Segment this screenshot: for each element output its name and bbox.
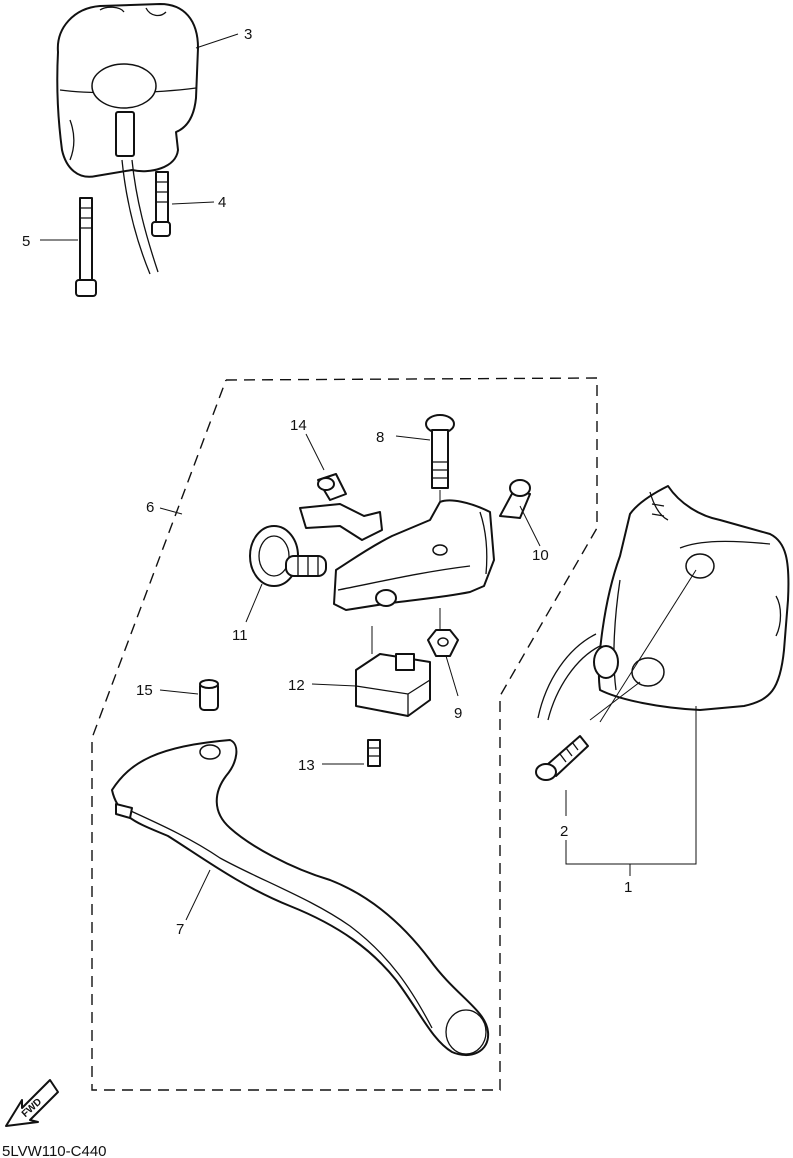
lever-assembly-boundary-part-6: 6 <box>91 377 598 1091</box>
svg-text:8: 8 <box>376 429 384 446</box>
fwd-arrow-icon: FWD <box>5 1079 59 1127</box>
svg-text:1: 1 <box>624 879 632 896</box>
screw-part-5: 5 <box>22 197 97 297</box>
svg-text:9: 9 <box>454 705 462 722</box>
svg-text:6: 6 <box>146 499 154 516</box>
svg-text:4: 4 <box>218 194 226 211</box>
lever-holder-bracket <box>299 499 495 611</box>
svg-text:5: 5 <box>22 233 30 250</box>
svg-text:11: 11 <box>232 627 248 644</box>
nut-part-9: 9 <box>427 608 462 722</box>
svg-text:12: 12 <box>288 677 305 694</box>
adjuster-knob-part-11: 11 <box>232 525 327 644</box>
diagram-code: 5LVW110-C440 <box>2 1143 107 1158</box>
callout-1: 1 <box>565 706 697 896</box>
svg-text:7: 7 <box>176 921 184 938</box>
screw-part-4: 4 <box>151 171 226 237</box>
screw-part-13: 13 <box>298 739 381 774</box>
screw-part-2: 2 <box>535 735 589 840</box>
switch-part-12: 12 <box>288 626 431 717</box>
svg-text:3: 3 <box>244 26 252 43</box>
switch-housing-part-3 <box>56 3 199 275</box>
screw-part-14: 14 <box>290 417 347 501</box>
lever-housing-part-1 <box>537 485 790 723</box>
pivot-bolt-part-8: 8 <box>376 414 455 548</box>
clutch-lever-part-7: 7 <box>111 739 490 1057</box>
svg-text:13: 13 <box>298 757 315 774</box>
svg-text:15: 15 <box>136 682 153 699</box>
svg-text:14: 14 <box>290 417 307 434</box>
screw-part-10: 10 <box>499 479 549 564</box>
svg-text:2: 2 <box>560 823 568 840</box>
callout-3: 3 <box>195 26 252 49</box>
svg-text:10: 10 <box>532 547 549 564</box>
collar-part-15: 15 <box>136 679 219 711</box>
